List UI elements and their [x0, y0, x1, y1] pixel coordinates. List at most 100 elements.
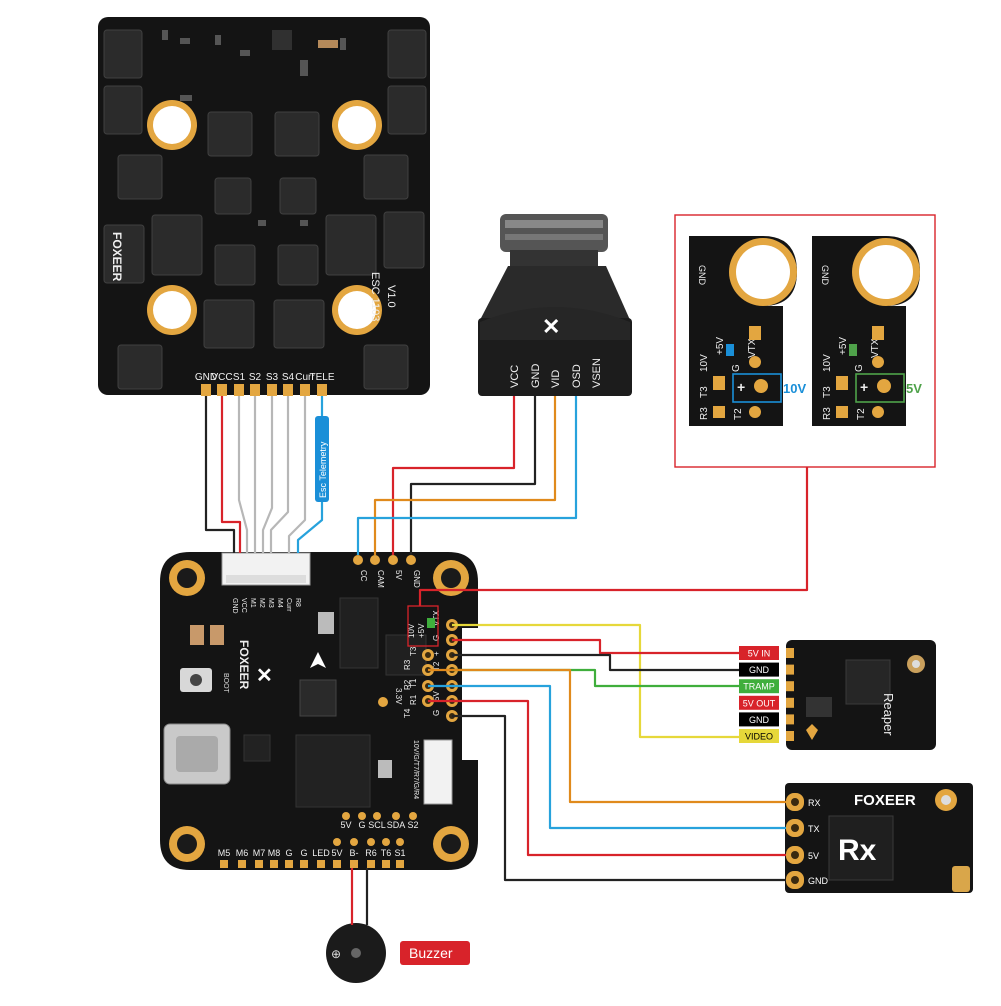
wire — [418, 467, 809, 606]
vtx-detail-label: +5V — [715, 337, 726, 355]
vtx-pin-label: VIDEO — [745, 732, 773, 742]
fc-right-label: T1 — [409, 678, 418, 688]
esc-model: ESC 1103 — [369, 272, 381, 321]
rx-pad-hole — [791, 824, 799, 832]
esc-pin-pad — [201, 384, 211, 396]
esc-version: V1.0 — [385, 285, 397, 308]
vtx-detail-pad — [872, 326, 884, 340]
fc-cam-pad — [370, 555, 380, 565]
rx-pad-hole — [791, 798, 799, 806]
vtx-pin-label: 5V IN — [748, 649, 771, 659]
wire — [237, 396, 249, 553]
fc-bottom-top-label: SDA — [387, 820, 406, 830]
vtx-detail-pad — [872, 406, 884, 418]
esc-pin-pad — [234, 384, 244, 396]
vtx-detail-pad — [713, 406, 725, 418]
direction-arrow-icon — [310, 652, 326, 668]
esc-pin-label: VCC — [211, 372, 232, 383]
fc-cam-pad — [353, 555, 363, 565]
esc-telemetry-tag: Esc Telemetry — [315, 416, 329, 502]
fc-cam-label: CAM — [376, 570, 385, 588]
fc-cam-pad — [388, 555, 398, 565]
vtx-detail-gnd: GND — [820, 265, 830, 286]
esc-pin-pad — [267, 384, 277, 396]
fc-right-label: G — [432, 635, 441, 641]
fc-bottom-small-pad — [333, 838, 341, 846]
vtx-detail-label: R3 — [699, 407, 710, 420]
buzzer: ⊕ Buzzer — [326, 923, 470, 983]
fc-esc-label: Curr — [285, 598, 292, 612]
vtx-detail-hole — [736, 245, 790, 299]
fc-cam-pad — [406, 555, 416, 565]
vtx-pin-label: 5V OUT — [743, 698, 776, 708]
fc-bottom-label: LED — [312, 848, 330, 858]
wire — [391, 396, 516, 555]
vtx-pin-pad — [786, 664, 794, 675]
vtx-detail-plus: + — [860, 379, 868, 395]
fc-voltage-jumper — [427, 618, 435, 628]
vtx-detail-jumper — [849, 344, 857, 356]
vtx-detail-hole — [859, 245, 913, 299]
fc-bottom-top-label: G — [358, 820, 365, 830]
fc-right-label: T3 — [409, 646, 418, 656]
vtx-detail-pad — [754, 379, 768, 393]
wire — [269, 396, 290, 553]
fc-bottom-pad — [238, 860, 246, 868]
wire — [220, 396, 242, 553]
fc-esc-label: M2 — [258, 598, 265, 608]
vtx-detail-label: R3 — [822, 407, 833, 420]
fc-bottom-top-label: S2 — [407, 820, 418, 830]
fc-bottom-small-pad — [367, 838, 375, 846]
camera-logo-icon: ✕ — [542, 314, 560, 339]
fc-bottom-small-pad — [396, 838, 404, 846]
vtx-detail-highlight — [855, 373, 905, 403]
fc-bottom-label: G — [285, 848, 292, 858]
fc-vtx-voltage-box — [407, 605, 439, 647]
fc-bottom-pad — [333, 860, 341, 868]
fc-bottom-top-label: SCL — [368, 820, 386, 830]
esc-pin-label: S3 — [266, 372, 279, 383]
fc-esc-label: M3 — [267, 598, 274, 608]
vtx-detail-highlight — [732, 373, 782, 403]
wires — [204, 396, 809, 925]
fc-bottom-small-pad — [358, 812, 366, 820]
fc-bottom-pad — [367, 860, 375, 868]
fc-bottom-label: B- — [350, 848, 359, 858]
esc-pin-pad — [317, 384, 327, 396]
wire — [261, 396, 274, 553]
fc-33v-label: 3.3V — [394, 688, 403, 705]
fc-bottom-label: S1 — [394, 848, 405, 858]
vtx-detail-label: 10V — [699, 354, 710, 372]
vtx-pin-label: TRAMP — [743, 682, 775, 692]
fc-bottom-pad — [350, 860, 358, 868]
fc-bottom-pad — [300, 860, 308, 868]
fc-logo-icon: ✕ — [256, 665, 273, 687]
esc-pin-label: Curr — [295, 372, 315, 383]
fc-esc-label: M1 — [249, 598, 256, 608]
esc-pin-pad — [300, 384, 310, 396]
camera-pin-label: VID — [550, 370, 562, 388]
fc-bottom-small-pad — [382, 838, 390, 846]
wire — [204, 396, 236, 553]
wire — [452, 638, 739, 655]
vtx-detail-pad — [749, 326, 761, 340]
fc-bottom-label: M8 — [268, 848, 281, 858]
vtx-pin-label-bg — [739, 646, 779, 660]
vtx-detail-pad — [749, 356, 761, 368]
vtx-pin-label-bg — [739, 679, 779, 694]
esc-pin-label: S2 — [249, 372, 262, 383]
esc-pin-label: GND — [195, 372, 217, 383]
esc-brand: FOXEER — [110, 232, 124, 282]
fc-right-label: VTX — [432, 610, 441, 626]
vtx-detail-label: T2 — [733, 408, 744, 420]
fc-bottom-pad — [382, 860, 390, 868]
fc-boot-label: BOOT — [222, 673, 229, 694]
wire — [428, 668, 786, 804]
fc-esc-label: VCC — [240, 598, 247, 613]
esc-telemetry-label: Esc Telemetry — [318, 441, 328, 498]
fc-right-label: R2 — [403, 679, 412, 690]
esc-pin-label: S1 — [233, 372, 246, 383]
